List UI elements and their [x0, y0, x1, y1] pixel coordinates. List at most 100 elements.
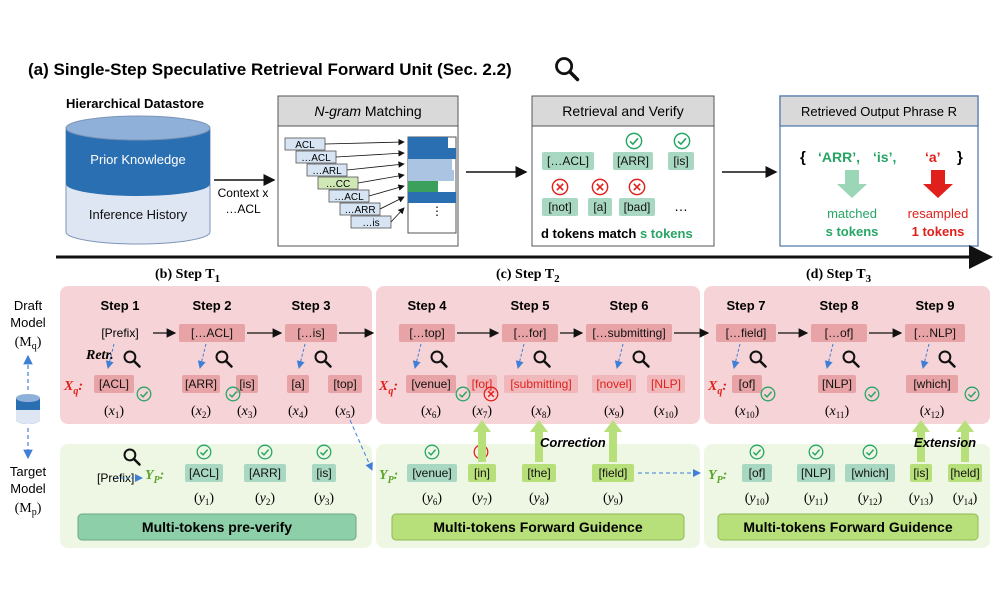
retrieval-token: [is] [673, 154, 688, 168]
retrieve-link [197, 343, 207, 369]
y-index: (y11) [804, 491, 829, 507]
xq-label-c: Xq: [378, 379, 398, 397]
x-index: (x5) [335, 404, 355, 420]
x-index: (x7) [472, 404, 492, 420]
step-context: […top] [409, 326, 444, 340]
step-label: Step 4 [407, 298, 447, 313]
datastore-cylinder [65, 115, 211, 245]
ngram-link [368, 184, 405, 197]
x-index: (x4) [288, 404, 308, 420]
guide-arrow [604, 420, 622, 462]
bottom-label-d: Multi-tokens Forward Guidence [743, 519, 952, 535]
retrieve-link [920, 343, 930, 369]
retrieve-link [105, 343, 115, 369]
step-context: [Prefix] [101, 326, 138, 340]
y-index: (y13) [909, 491, 934, 507]
xq-token-box [732, 375, 762, 393]
y-index: (y7) [472, 491, 492, 507]
bottom-bar-c [391, 513, 685, 541]
y-index: (y9) [603, 491, 623, 507]
yp-prefix: [Prefix] [97, 471, 134, 485]
yp-token-box [742, 464, 772, 482]
step-label: Step 6 [609, 298, 648, 313]
ngram-item: …CC [326, 179, 350, 190]
retrieval-token: [a] [593, 200, 606, 214]
guide-arrow [473, 420, 491, 462]
yp-token: [of] [749, 466, 766, 480]
ngram-link [335, 150, 405, 158]
xq-token: [for] [472, 377, 493, 391]
section-c-label: (c) Step T2 [496, 267, 560, 285]
xq-token: [novel] [596, 377, 631, 391]
output-title: Retrieved Output Phrase R [801, 104, 957, 119]
x-index: (x6) [421, 404, 441, 420]
step-context-box [399, 324, 455, 342]
target-label-3: (Mp) [15, 501, 42, 518]
section-b-label: (b) Step T1 [155, 267, 220, 285]
step-label: Step 1 [100, 298, 139, 313]
ngram-table [407, 136, 457, 234]
carry-link [349, 419, 373, 471]
yp-token: [which] [851, 466, 888, 480]
xq-tokens: [ACL][ARR][is][a][top][venue][for][submi… [94, 375, 980, 420]
xq-token-box [406, 375, 456, 393]
matched-arrow [837, 170, 867, 198]
step-context-box [905, 324, 965, 342]
yp-token-box [185, 464, 223, 482]
output-header [779, 95, 979, 127]
ngram-item: …ARR [344, 205, 375, 216]
resampled-line1: resampled [908, 206, 969, 221]
draft-label-2: Model [10, 315, 46, 330]
retrieval-title: Retrieval and Verify [562, 103, 683, 119]
retrieve-link [731, 343, 741, 369]
ngram-item: …ACL [301, 153, 331, 164]
step-context-box [716, 324, 776, 342]
y-index: (y8) [529, 491, 549, 507]
retrieve-link [515, 343, 525, 369]
xq-token-box [818, 375, 856, 393]
output-is: ‘is’, [873, 149, 896, 165]
step-context-box [502, 324, 558, 342]
yp-token: [the] [527, 466, 550, 480]
retrieval-token-box [613, 152, 653, 170]
yp-token: [ARR] [249, 466, 281, 480]
retrieval-token: [ARR] [617, 154, 649, 168]
retrieval-ellipsis: … [674, 198, 688, 214]
xq-label-d: Xq: [707, 379, 727, 397]
y-index: (y1) [194, 491, 214, 507]
yp-token-box [312, 464, 336, 482]
retrieval-token: [not] [548, 200, 571, 214]
y-index: (y2) [255, 491, 275, 507]
step-context: […NLP] [914, 326, 956, 340]
yp-token-box [244, 464, 286, 482]
datastore-title: Hierarchical Datastore [66, 96, 204, 111]
bottom-bar-d [717, 513, 979, 541]
step-label: Step 5 [510, 298, 549, 313]
x-index: (x10) [735, 404, 760, 420]
x-index: (x9) [604, 404, 624, 420]
xq-token: [of] [739, 377, 756, 391]
step-context-box [285, 324, 337, 342]
yp-label-d: YP: [708, 468, 727, 486]
ngram-link [357, 172, 405, 184]
ngram-item: …ARL [312, 166, 342, 177]
retrieval-caption: d tokens match s tokens [541, 226, 693, 241]
retrieval-token: […ACL] [547, 154, 589, 168]
yp-token-box [468, 464, 496, 482]
xq-token: [is] [239, 377, 254, 391]
bottom-label-b: Multi-tokens pre-verify [142, 519, 292, 535]
correction-label: Correction [540, 435, 606, 450]
step-context: […for] [514, 326, 547, 340]
context-label: Context x [218, 186, 269, 200]
retrieval-header [531, 95, 715, 127]
xq-token-box [182, 375, 220, 393]
matched-line1: matched [827, 206, 877, 221]
guide-arrow [956, 420, 974, 462]
model-db-icon [16, 394, 40, 424]
ngram-item: …is [362, 218, 379, 229]
xq-token-box [287, 375, 309, 393]
ngram-link [379, 196, 405, 210]
x-index: (x8) [531, 404, 551, 420]
ngram-title: N-gram Matching [314, 103, 421, 119]
step-label: Step 7 [726, 298, 765, 313]
